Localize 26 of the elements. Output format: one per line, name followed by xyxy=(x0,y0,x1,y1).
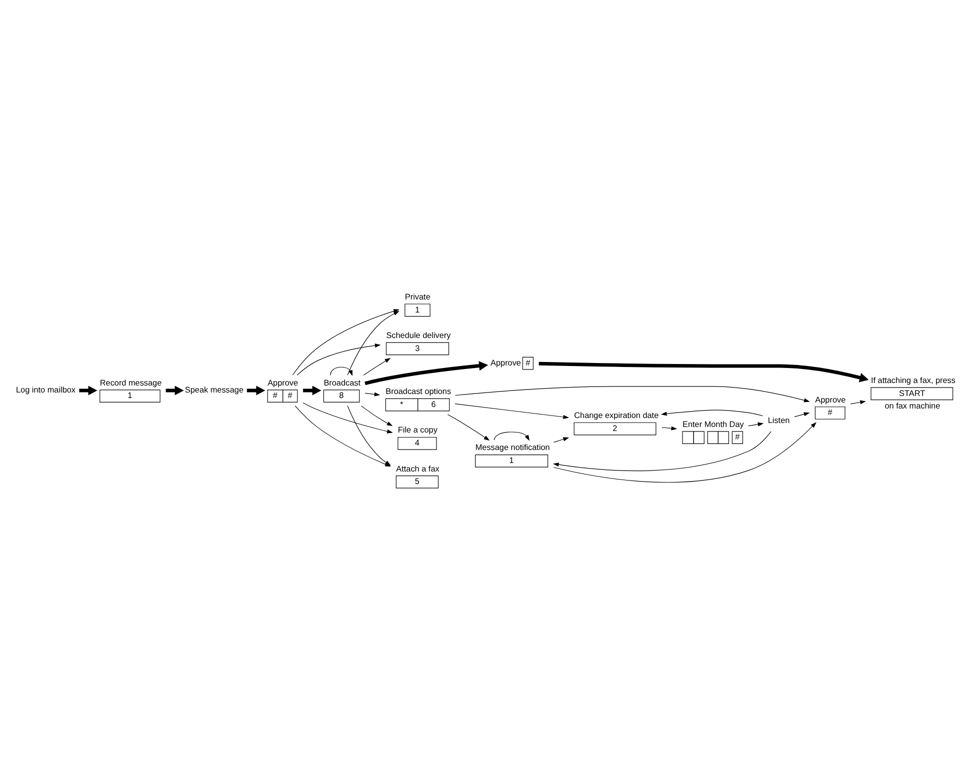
arrow xyxy=(302,385,321,395)
arrow xyxy=(493,431,530,440)
arrow xyxy=(364,360,488,385)
arrow xyxy=(346,310,399,375)
arrow xyxy=(330,366,352,376)
arrow xyxy=(78,385,97,395)
arrow xyxy=(454,386,810,402)
arrow xyxy=(552,422,816,482)
arrow xyxy=(362,357,390,376)
arrow xyxy=(446,414,490,440)
arrow xyxy=(794,412,810,417)
arrow xyxy=(660,409,763,416)
arrow xyxy=(552,430,771,471)
arrow xyxy=(748,422,764,426)
arrow xyxy=(292,308,399,375)
arrow xyxy=(296,343,380,375)
arrow xyxy=(364,392,380,396)
arrow xyxy=(246,385,265,395)
arrow xyxy=(552,436,569,442)
arrow xyxy=(661,426,677,430)
arrow xyxy=(302,402,392,433)
arrow xyxy=(165,385,184,395)
arrow xyxy=(454,403,569,419)
arrow xyxy=(360,405,392,426)
arrow xyxy=(538,361,868,382)
arrow xyxy=(850,400,866,404)
